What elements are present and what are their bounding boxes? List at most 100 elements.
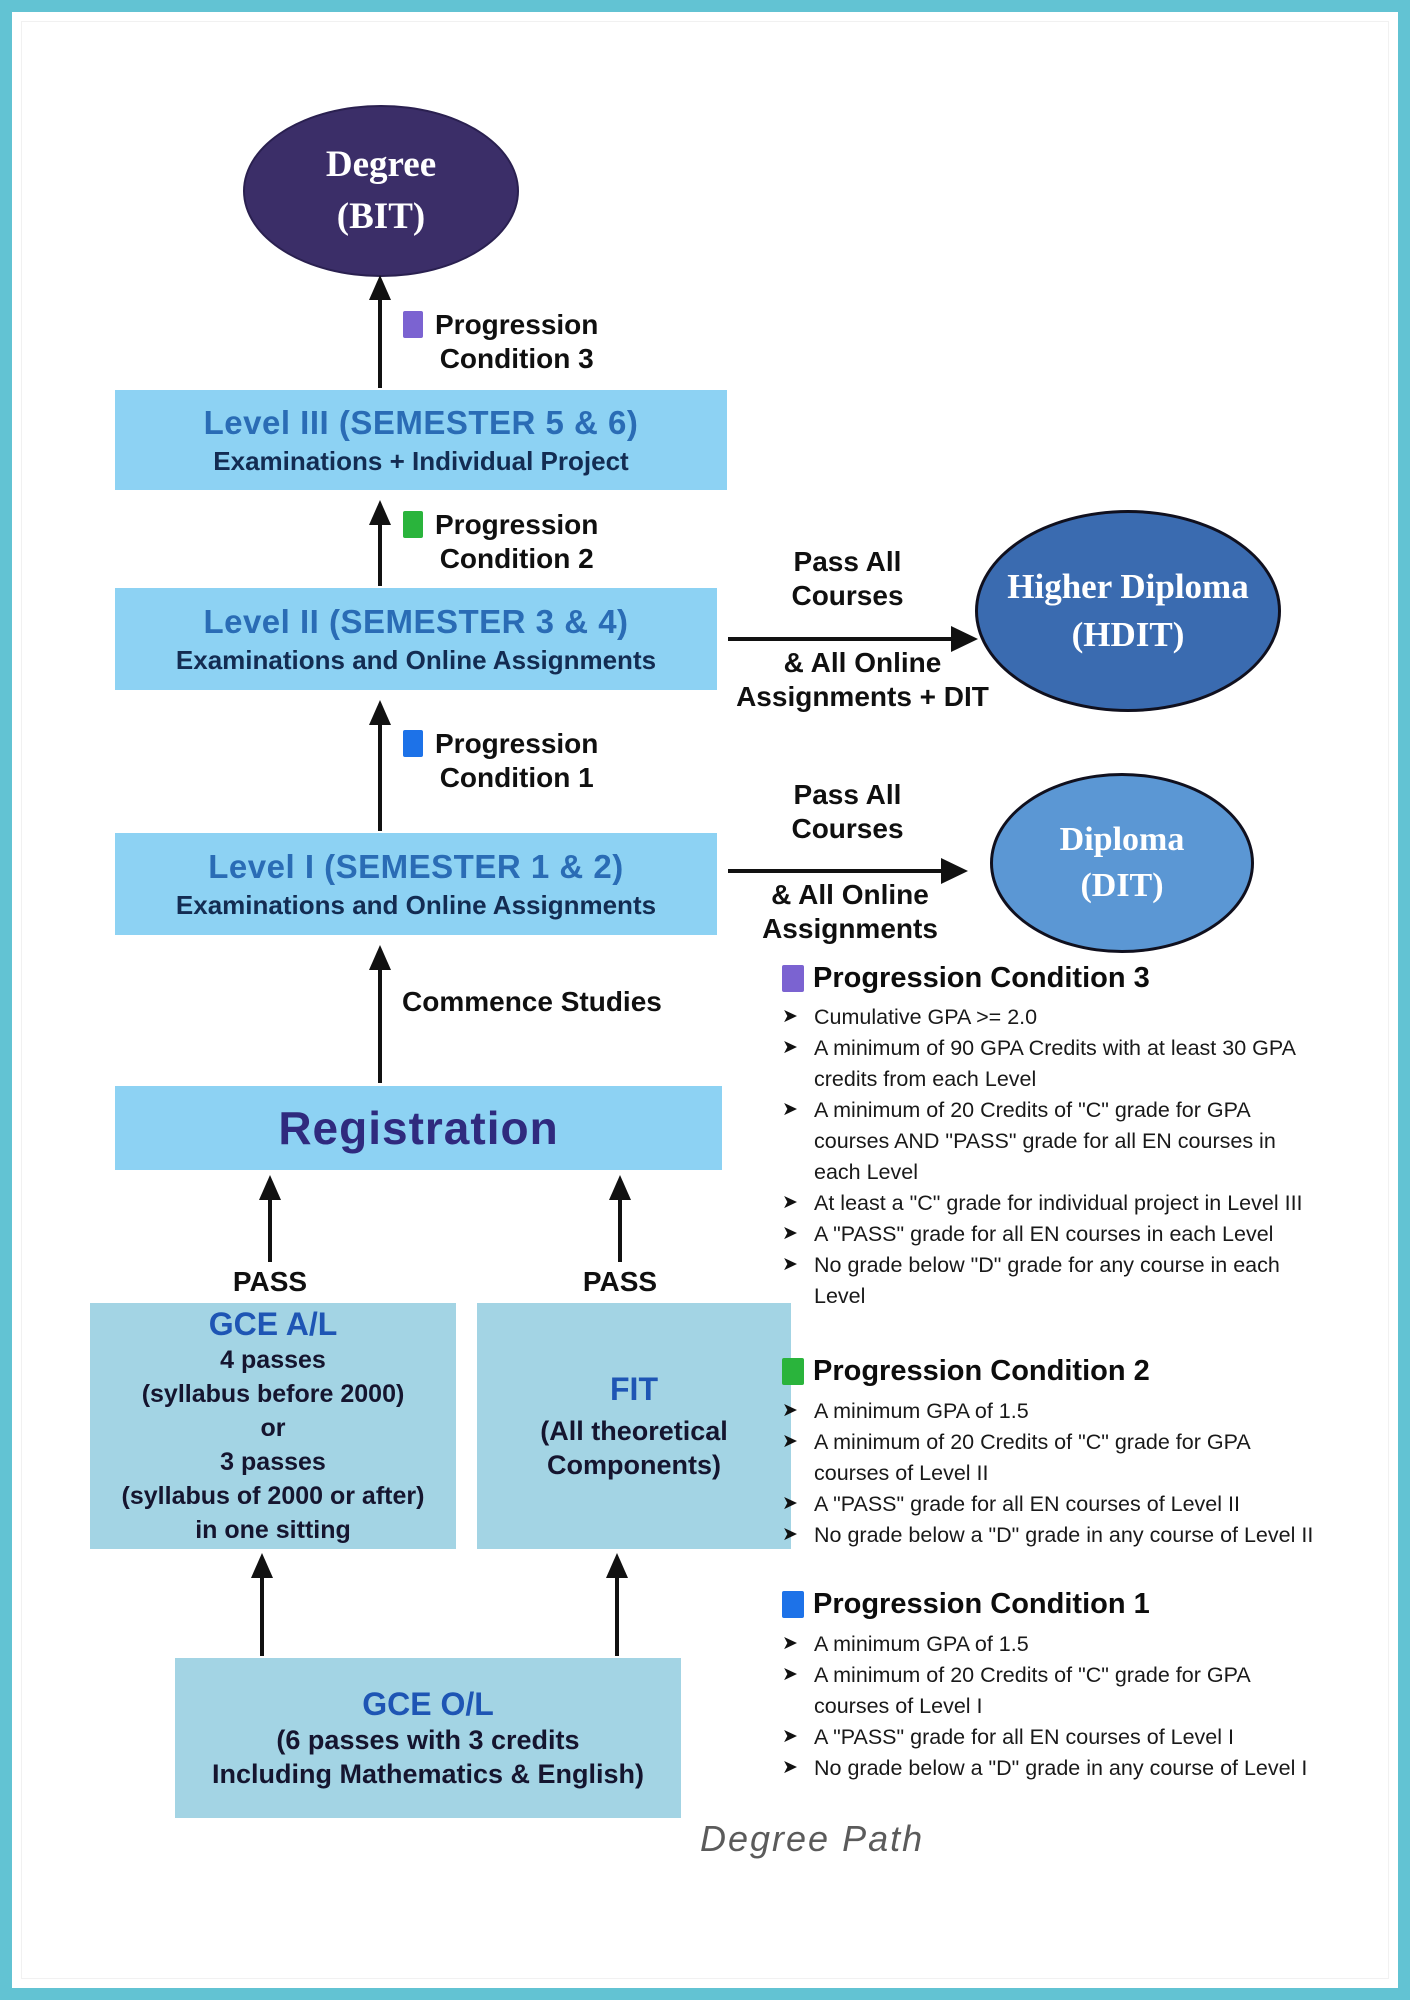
arrow-ol-to-al-icon: [251, 1553, 273, 1578]
condition-line: credits from each Level: [814, 1067, 1037, 1091]
bullet-arrow-icon: ➤: [782, 1726, 798, 1747]
arrow-up-to-level1-stem: [378, 970, 382, 1083]
arrow-al-to-registration-stem: [268, 1200, 272, 1262]
bullet-arrow-icon: ➤: [782, 1493, 798, 1514]
gce-al-box: GCE A/L 4 passes (syllabus before 2000) …: [90, 1303, 456, 1549]
bullet-arrow-icon: ➤: [782, 1524, 798, 1545]
arrow-fit-to-registration-icon: [609, 1175, 631, 1200]
pc3-square-icon: [782, 965, 804, 992]
condition-item: ➤ A "PASS" grade for all EN courses of Le…: [782, 1489, 1392, 1520]
condition-line: A minimum GPA of 1.5: [814, 1399, 1029, 1423]
fit-title: FIT: [610, 1370, 658, 1407]
condition-item: ➤ A "PASS" grade for all EN courses of Le…: [782, 1722, 1392, 1753]
condition-item: ➤ A minimum of 20 Credits of "C" grade fo…: [782, 1660, 1392, 1722]
pc1-square-icon: [782, 1591, 804, 1618]
condition-line: courses of Level II: [814, 1461, 989, 1485]
pc3-list: ➤ Cumulative GPA >= 2.0 ➤ A minimum of 90 G…: [782, 1002, 1392, 1312]
condition-line: At least a "C" grade for individual proj…: [814, 1191, 1303, 1215]
pc3-title: Progression Condition 3: [813, 962, 1150, 994]
condition-line: A minimum of 20 Credits of "C" grade for…: [814, 1098, 1251, 1122]
level1-subtitle: Examinations and Online Assignments: [175, 889, 657, 920]
bullet-arrow-icon: ➤: [782, 1254, 798, 1275]
condition-item: ➤ A minimum GPA of 1.5: [782, 1629, 1392, 1660]
arrow-up-to-level3-icon: [369, 500, 391, 525]
condition-line: A minimum of 20 Credits of "C" grade for…: [814, 1663, 1251, 1687]
dit-node: Diploma (DIT): [990, 773, 1254, 953]
level2-subtitle: Examinations and Online Assignments: [175, 644, 657, 675]
progression-condition-1-header: Progression Condition 1: [782, 1588, 1150, 1621]
prog1-square-icon: [403, 730, 423, 757]
dit-line1: Diploma: [1059, 821, 1185, 858]
pass-label-right: PASS: [582, 1266, 658, 1297]
condition-line: A "PASS" grade for all EN courses of Lev…: [814, 1492, 1240, 1516]
prog3-square-icon: [403, 311, 423, 338]
registration-label: Registration: [278, 1102, 559, 1154]
condition-line: Cumulative GPA >= 2.0: [814, 1005, 1038, 1029]
dit-route-above-label: Pass All Courses: [791, 779, 904, 844]
arrow-fit-to-registration-stem: [618, 1200, 622, 1262]
level1-box: Level I (SEMESTER 1 & 2) Examinations an…: [115, 833, 717, 935]
degree-bit-line1: Degree: [325, 144, 437, 185]
bullet-arrow-icon: ➤: [782, 1006, 798, 1027]
fit-box: FIT (All theoretical Components): [477, 1303, 791, 1549]
arrow-al-to-registration-icon: [259, 1175, 281, 1200]
arrow-ol-to-fit-icon: [606, 1553, 628, 1578]
condition-line: A minimum of 90 GPA Credits with at leas…: [814, 1036, 1296, 1060]
registration-box: Registration: [115, 1086, 722, 1170]
condition-item: ➤ At least a "C" grade for individual pro…: [782, 1188, 1392, 1219]
bullet-arrow-icon: ➤: [782, 1664, 798, 1685]
gce-ol-box: GCE O/L (6 passes with 3 credits Includi…: [175, 1658, 681, 1818]
bullet-arrow-icon: ➤: [782, 1400, 798, 1421]
bullet-arrow-icon: ➤: [782, 1431, 798, 1452]
bullet-arrow-icon: ➤: [782, 1099, 798, 1120]
degree-bit-node: Degree (BIT): [243, 105, 519, 277]
progression-condition-3-label: Progression Condition 3: [403, 308, 598, 376]
arrow-ol-to-al-stem: [260, 1578, 264, 1656]
condition-line: courses AND "PASS" grade for all EN cour…: [814, 1129, 1276, 1153]
level1-title: Level I (SEMESTER 1 & 2): [208, 847, 624, 885]
hdit-line1: Higher Diploma: [1007, 567, 1249, 606]
gce-ol-title: GCE O/L: [362, 1685, 494, 1722]
arrow-up-to-level2-icon: [369, 700, 391, 725]
dit-line2: (DIT): [1080, 867, 1164, 904]
condition-line: A "PASS" grade for all EN courses of Lev…: [814, 1725, 1234, 1749]
prog3-line1: Progression: [435, 309, 599, 340]
condition-line: each Level: [814, 1160, 918, 1184]
condition-item: ➤ A minimum of 90 GPA Credits with at lea…: [782, 1033, 1392, 1095]
arrow-to-dit-stem: [728, 869, 942, 873]
condition-line: No grade below a "D" grade in any course…: [814, 1756, 1308, 1780]
level2-title: Level II (SEMESTER 3 & 4): [203, 602, 629, 640]
progression-condition-3-header: Progression Condition 3: [782, 962, 1150, 995]
arrow-up-to-degree-stem: [378, 300, 382, 388]
bullet-arrow-icon: ➤: [782, 1633, 798, 1654]
dit-route-below-label: & All Online Assignments: [762, 879, 938, 944]
condition-line: No grade below "D" grade for any course …: [814, 1253, 1280, 1277]
condition-item: ➤ A minimum of 20 Credits of "C" grade fo…: [782, 1427, 1392, 1489]
condition-line: A "PASS" grade for all EN courses in eac…: [814, 1222, 1274, 1246]
gce-al-title: GCE A/L: [208, 1305, 338, 1342]
pc1-title: Progression Condition 1: [813, 1588, 1150, 1620]
hdit-route-above-label: Pass All Courses: [791, 546, 904, 611]
degree-path-caption: Degree Path: [700, 1818, 925, 1859]
bullet-arrow-icon: ➤: [782, 1037, 798, 1058]
arrow-to-dit-icon: [941, 858, 968, 884]
bullet-arrow-icon: ➤: [782, 1192, 798, 1213]
condition-line: Level: [814, 1284, 866, 1308]
condition-line: A minimum GPA of 1.5: [814, 1632, 1029, 1656]
bullet-arrow-icon: ➤: [782, 1223, 798, 1244]
degree-bit-line2: (BIT): [336, 196, 426, 237]
prog2-line1: Progression: [435, 509, 599, 540]
arrow-up-to-degree-icon: [369, 275, 391, 300]
arrow-up-to-level1-icon: [369, 945, 391, 970]
condition-item: ➤ A minimum of 20 Credits of "C" grade fo…: [782, 1095, 1392, 1188]
pc1-list: ➤ A minimum GPA of 1.5 ➤ A minimum of 20 Cr…: [782, 1629, 1392, 1784]
arrow-to-hdit-stem: [728, 637, 952, 641]
hdit-node: Higher Diploma (HDIT): [975, 510, 1281, 712]
commence-studies-label: Commence Studies: [402, 986, 662, 1017]
condition-line: A minimum of 20 Credits of "C" grade for…: [814, 1430, 1251, 1454]
prog2-square-icon: [403, 511, 423, 538]
condition-item: ➤ A minimum GPA of 1.5: [782, 1396, 1392, 1427]
level3-subtitle: Examinations + Individual Project: [213, 445, 629, 476]
prog1-line1: Progression: [435, 728, 599, 759]
